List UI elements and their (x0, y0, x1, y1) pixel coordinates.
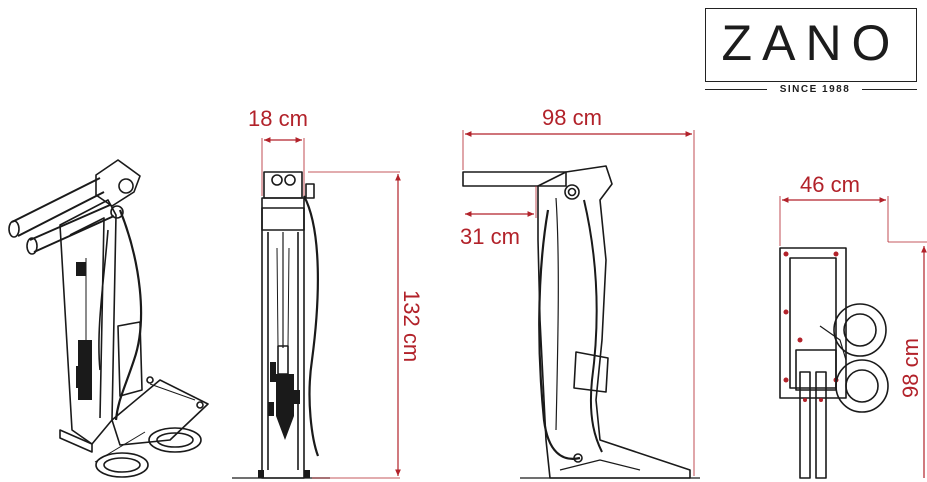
dim-top-length: 98 cm (898, 338, 923, 398)
side-view (462, 165, 700, 479)
dim-arm-depth: 31 cm (460, 224, 520, 249)
logo-rule-right (862, 89, 917, 90)
front-view (232, 171, 330, 479)
dim-front-width: 18 cm (248, 106, 308, 131)
dimension-lines (261, 130, 927, 479)
logo-wordmark: ZANO (721, 15, 901, 71)
dim-top-width: 46 cm (800, 172, 860, 197)
top-view (779, 247, 889, 479)
logo-rule-left (705, 89, 767, 90)
dim-height: 132 cm (399, 290, 424, 362)
perspective-view (8, 159, 209, 478)
zano-logo: ZANO (705, 8, 917, 82)
logo-tagline: SINCE 1988 (770, 84, 860, 95)
dim-side-depth: 98 cm (542, 105, 602, 130)
